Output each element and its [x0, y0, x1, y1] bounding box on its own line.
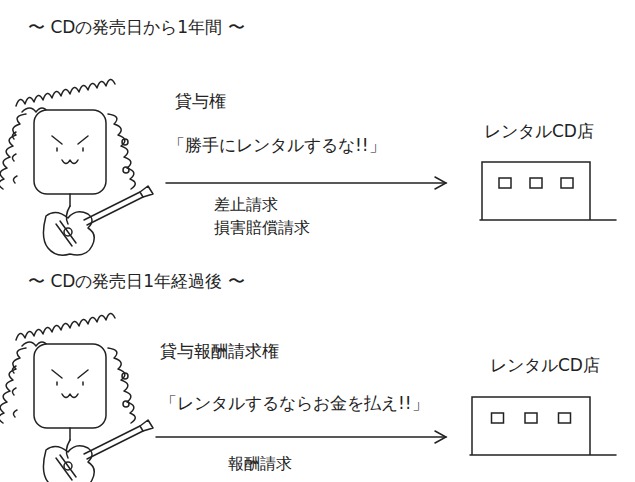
section-heading: 〜 CDの発売日から1年間 〜 — [28, 16, 245, 38]
arrow-label: 報酬請求 — [226, 452, 336, 475]
shop-node: レンタルCD店 — [448, 350, 604, 460]
speech-quote: 「勝手にレンタルするな!!」 — [168, 134, 386, 156]
guitarist-figure — [0, 313, 153, 482]
shop-node: レンタルCD店 — [448, 118, 600, 224]
building-outline — [480, 160, 622, 226]
arrow-label: 差止請求 損害賠償請求 — [212, 193, 322, 239]
shop-name: レンタルCD店 — [490, 354, 600, 376]
section-heading: 〜 CDの発売日1年経過後 〜 — [28, 270, 245, 292]
guitarist-figure — [0, 79, 153, 255]
speech-quote: 「レンタルするならお金を払え!!」 — [160, 392, 429, 414]
right-name: 貸与権 — [175, 90, 226, 112]
flow-arrow — [156, 436, 446, 438]
building-outline — [470, 395, 622, 461]
right-name: 貸与報酬請求権 — [160, 340, 279, 362]
shop-name: レンタルCD店 — [484, 120, 594, 142]
rights-holder-node: 貸与権「勝手にレンタルするな!!」 — [12, 84, 162, 226]
flow-arrow — [166, 182, 446, 184]
rights-holder-node: 貸与報酬請求権「レンタルするならお金を払え!!」 — [12, 318, 152, 456]
